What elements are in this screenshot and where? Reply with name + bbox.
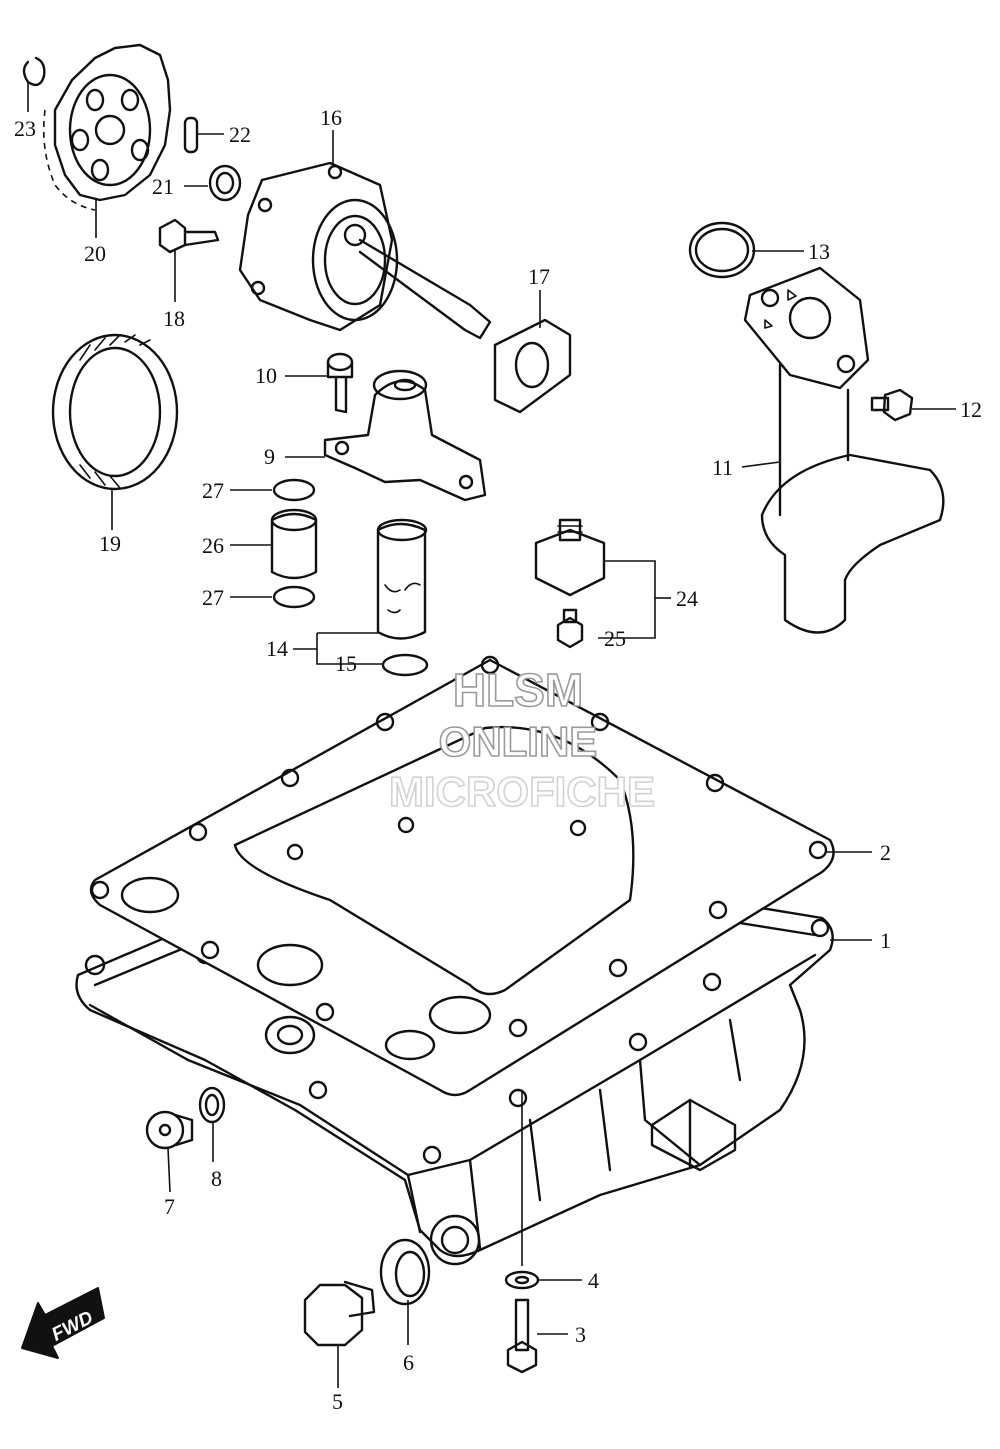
callout-27b: 27 (202, 585, 224, 610)
callout-27a: 27 (202, 478, 224, 503)
callout-21: 21 (152, 174, 174, 199)
leader-lines (27, 82, 956, 1388)
drain-plug-gasket (379, 1238, 431, 1306)
callout-12: 12 (960, 397, 982, 422)
callout-6: 6 (403, 1350, 414, 1375)
pipe-o-ring (688, 221, 756, 279)
callout-16: 16 (320, 105, 342, 130)
washer (208, 164, 242, 202)
callout-26: 26 (202, 533, 224, 558)
pan-bolt-washer (504, 1270, 540, 1290)
callout-19: 19 (99, 531, 121, 556)
callout-18: 18 (163, 306, 185, 331)
callout-9: 9 (264, 444, 275, 469)
callout-17: 17 (528, 264, 550, 289)
watermark-line-2: ONLINE (439, 718, 598, 765)
switch-screw (556, 608, 584, 649)
watermark-line-1: HLSM (453, 664, 583, 716)
small-gasket-washer (198, 1086, 226, 1124)
callout-14: 14 (266, 636, 288, 661)
pump-gasket (493, 318, 572, 414)
callout-24: 24 (676, 586, 698, 611)
oil-pipe (743, 266, 945, 634)
callout-13: 13 (808, 239, 830, 264)
watermark-line-3: MICROFICHE (389, 768, 655, 815)
relief-valve (376, 518, 428, 640)
callout-8: 8 (211, 1166, 222, 1191)
drain-plug-small (145, 1110, 194, 1150)
oil-pump-sprocket (42, 43, 172, 211)
circlip (22, 56, 46, 87)
ring-gear (51, 333, 179, 491)
callout-11: 11 (712, 455, 733, 480)
arrow-down-left-icon (21, 1287, 105, 1359)
bolt (158, 218, 220, 254)
callout-1: 1 (880, 928, 891, 953)
oil-drain-plug (303, 1280, 376, 1347)
o-ring-upper (272, 478, 316, 502)
callout-5: 5 (332, 1389, 343, 1414)
strainer-bolt (326, 352, 354, 414)
callout-4: 4 (588, 1268, 599, 1293)
o-ring-lower (272, 585, 316, 609)
callout-23: 23 (14, 116, 36, 141)
oil-pressure-switch (534, 518, 606, 597)
relief-valve-o-ring (381, 653, 429, 677)
callout-20: 20 (84, 241, 106, 266)
callout-22: 22 (229, 122, 251, 147)
callout-15: 15 (335, 651, 357, 676)
pan-bolt (506, 1298, 538, 1374)
callout-3: 3 (575, 1322, 586, 1347)
sleeve (270, 508, 318, 580)
callout-7: 7 (164, 1194, 175, 1219)
oil-strainer (323, 369, 487, 502)
callouts: 1 2 3 4 5 6 7 8 9 10 11 12 13 14 15 16 1… (14, 105, 982, 1414)
callout-10: 10 (255, 363, 277, 388)
pipe-bolt (870, 388, 914, 422)
dowel-pin (183, 116, 199, 154)
callout-2: 2 (880, 840, 891, 865)
callout-25: 25 (604, 626, 626, 651)
fwd-badge: FWD (21, 1287, 105, 1359)
watermark: HLSM ONLINE MICROFICHE (388, 663, 656, 816)
oil-pump-assembly (238, 161, 492, 340)
